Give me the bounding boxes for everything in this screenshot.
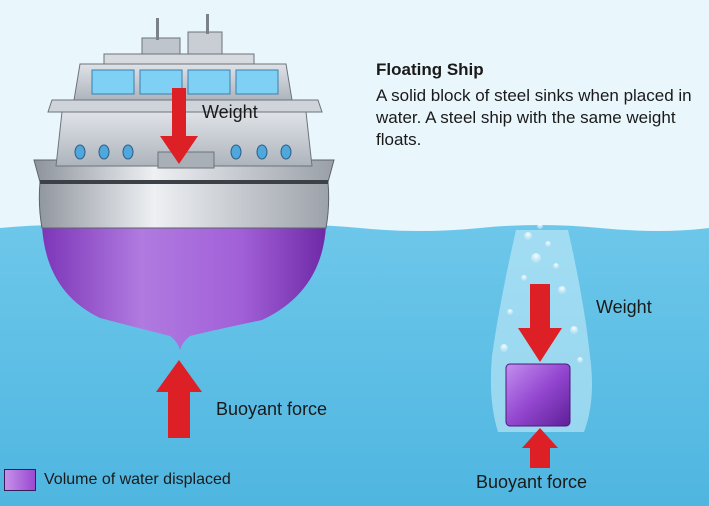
displaced-water-volume — [42, 226, 326, 350]
diagram-description: A solid block of steel sinks when placed… — [376, 86, 692, 149]
funnel — [187, 31, 223, 55]
bridge-house — [141, 37, 181, 55]
cabin-windows — [91, 69, 279, 95]
portholes — [74, 144, 292, 160]
legend-swatch — [4, 469, 36, 491]
block-weight-arrow — [518, 284, 562, 362]
diagram-title: Floating Ship — [376, 60, 484, 79]
ship-buoyant-force-arrow — [156, 360, 202, 438]
ship-weight-label: Weight — [202, 102, 258, 122]
steel-block — [505, 363, 571, 427]
ship-buoyant-force-label: Buoyant force — [216, 399, 328, 419]
bridge-door — [157, 151, 215, 169]
block-buoyant-force-label: Buoyant force — [476, 472, 588, 492]
legend: Volume of water displaced — [4, 468, 231, 492]
ship-weight-arrow — [160, 88, 198, 164]
antenna — [206, 14, 209, 34]
ship-hull — [33, 159, 335, 229]
legend-label: Volume of water displaced — [44, 471, 231, 488]
mast — [156, 18, 159, 40]
roof — [103, 53, 255, 65]
block-buoyant-force-arrow — [522, 428, 558, 468]
bubbles — [500, 223, 583, 363]
block-weight-label: Weight — [596, 297, 652, 317]
